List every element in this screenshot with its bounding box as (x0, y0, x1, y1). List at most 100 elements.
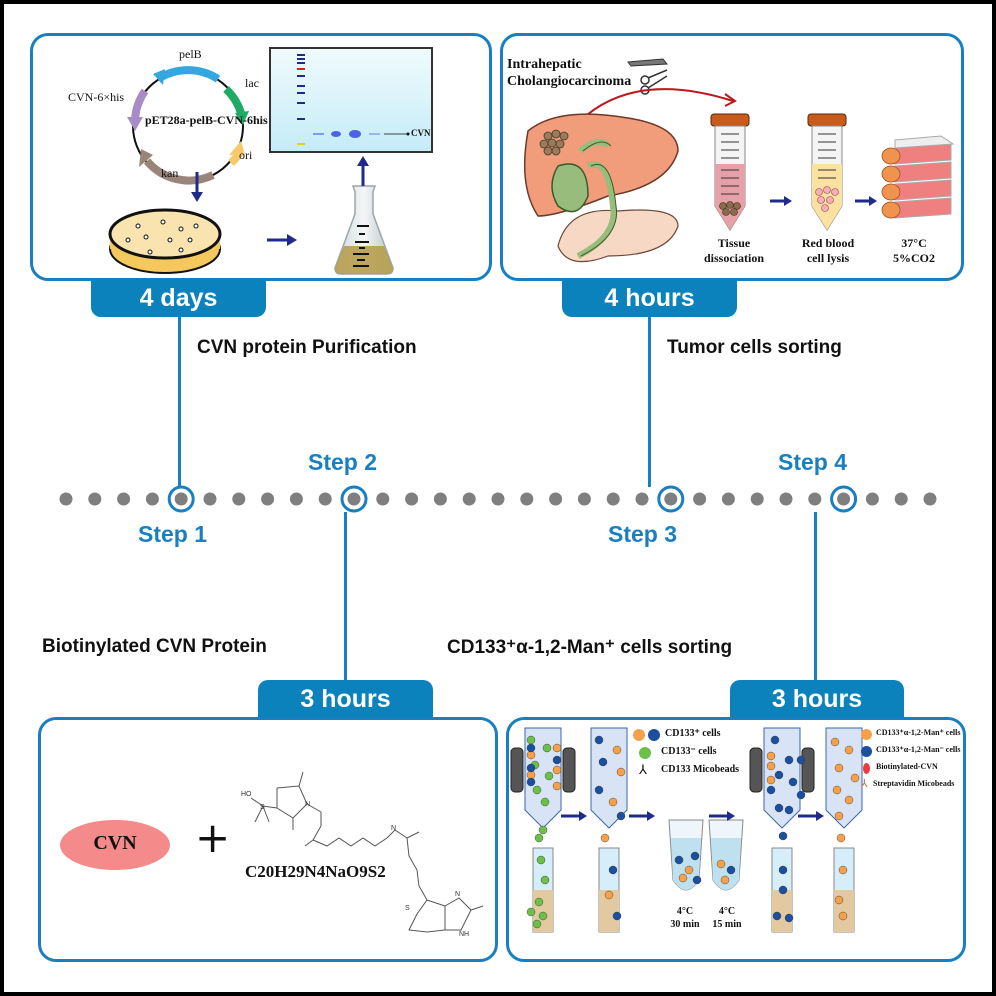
timeline-dot (520, 492, 534, 506)
incubation2-time: 15 min (712, 919, 742, 930)
legend-label: CD133⁺α-1,2-Man⁺ cells (876, 728, 961, 737)
separation-column (825, 727, 863, 829)
cd133-pos-cell (612, 911, 622, 921)
timeline-dot (59, 492, 73, 506)
tissue-title-line2: Cholangiocarcinoma (507, 74, 632, 89)
legend-label: Streptavidin Micobeads (873, 779, 955, 788)
man-pos-cell (766, 761, 776, 771)
cd133-pos-cell (526, 763, 536, 773)
timeline-dot (606, 492, 620, 506)
man-pos-cell (766, 751, 776, 761)
y-bead-icon: ⅄ (639, 762, 647, 777)
timeline-dot (894, 492, 908, 506)
incubation-cell (684, 865, 694, 875)
cd133-neg-cell (526, 735, 536, 745)
step4-caption: CD133⁺α-1,2-Man⁺ cells sorting (447, 637, 733, 658)
gene-label-pelB: pelB (179, 47, 202, 61)
cd133-pos-cell (526, 743, 536, 753)
arrow-right-icon (267, 234, 297, 246)
cvn-protein-label: CVN (93, 832, 137, 854)
magnetic-columns (510, 727, 863, 933)
microcentrifuge-liquid (711, 838, 741, 890)
timeline-dot (405, 492, 419, 506)
conical-tube-tissue (710, 113, 750, 231)
culture-conditions: 37°C 5%CO2 (888, 236, 940, 266)
man-pos-cell (836, 833, 846, 843)
atom-urea-nh: NH (459, 931, 469, 938)
green-cell-icon (639, 747, 651, 759)
timeline-dot (808, 492, 822, 506)
microcentrifuge-liquid (671, 838, 701, 890)
gel-band-label: CVN (411, 128, 431, 138)
petri-dish-icon (108, 208, 222, 274)
culture-flasks-icon (881, 135, 955, 219)
cd133-neg-cell (538, 825, 548, 835)
magnet-left (749, 747, 763, 793)
man-neg-cell (778, 865, 788, 875)
arrow-right-head (816, 811, 824, 821)
arrow-right-icon (855, 196, 877, 206)
timeline-dot (462, 492, 476, 506)
panel-biotinylation: CVN + (38, 717, 498, 962)
incubation1-temp: 4°C (676, 906, 694, 917)
man-neg-cell (774, 770, 784, 780)
incubation-cell (720, 875, 730, 885)
legend-label: CD133⁺ cells (665, 728, 721, 739)
step1-label: Step 1 (138, 521, 208, 547)
legend-label: CD133 Micobeads (661, 764, 740, 775)
legend-label: CD133⁻ cells (661, 746, 717, 757)
gene-label-lac: lac (245, 76, 259, 90)
timeline-dot (203, 492, 217, 506)
man-neg-cell (784, 913, 794, 923)
timeline-step-marker (657, 485, 685, 513)
tube1-label-line2: dissociation (703, 251, 764, 265)
legend-item-streptavidin-beads: ⅄ Streptavidin Micobeads (861, 778, 971, 795)
collection-tube-liquid (599, 890, 619, 932)
magnet-left (510, 747, 524, 793)
cd133-pos-cell (608, 865, 618, 875)
cd133-pos-cell (552, 743, 562, 753)
tube2-label: Red blood cell lysis (797, 236, 859, 266)
legend-item-man-neg: CD133⁺α-1,2-Man⁻ cells (861, 745, 971, 761)
timeline-dot (347, 492, 361, 506)
timeline-step-marker (167, 485, 195, 513)
cd133-pos-cell (616, 767, 626, 777)
cd133-pos-cell (598, 757, 608, 767)
orange-cell-icon (861, 729, 872, 740)
atom-thio-s: S (405, 905, 410, 912)
timeline-dot (779, 492, 793, 506)
timeline-dot (837, 492, 851, 506)
gene-label-ori: ori (239, 148, 253, 162)
tube1-label: Tissue dissociation (703, 236, 765, 266)
man-neg-cell (772, 911, 782, 921)
incubation-cell (678, 873, 688, 883)
incubation-cell (690, 851, 700, 861)
arrow-right-head (647, 811, 655, 821)
cd133-neg-cell (540, 875, 550, 885)
man-pos-cell (834, 763, 844, 773)
tube1-label-line1: Tissue (717, 236, 751, 250)
man-pos-cell (832, 785, 842, 795)
brown-y-bead-icon: ⅄ (861, 778, 868, 790)
gene-label-kan: kan (161, 166, 179, 180)
cd133-pos-cell (526, 770, 536, 780)
timeline-dot (289, 492, 303, 506)
step3-connector (648, 317, 651, 487)
timeline-dot (376, 492, 390, 506)
red-oval-icon (863, 763, 870, 774)
cd133-neg-cell (538, 911, 548, 921)
cd133-pos-cell (608, 797, 618, 807)
cd133-pos-cell (612, 745, 622, 755)
scalpel-scissors-icon (627, 58, 668, 95)
timeline-dot (865, 492, 879, 506)
step1-connector (178, 317, 181, 487)
step2-duration-badge: 3 hours (258, 680, 433, 718)
timeline-dot (664, 492, 678, 506)
man-pos-cell (834, 811, 844, 821)
timeline-dot (433, 492, 447, 506)
incubation2-label: 4°C 15 min (707, 905, 747, 931)
cd133-pos-cell (526, 777, 536, 787)
cd133-neg-cell (544, 771, 554, 781)
plasmid-name: pET28a-pelB-CVN-6his (145, 113, 268, 127)
step4-duration-badge: 3 hours (730, 680, 904, 718)
